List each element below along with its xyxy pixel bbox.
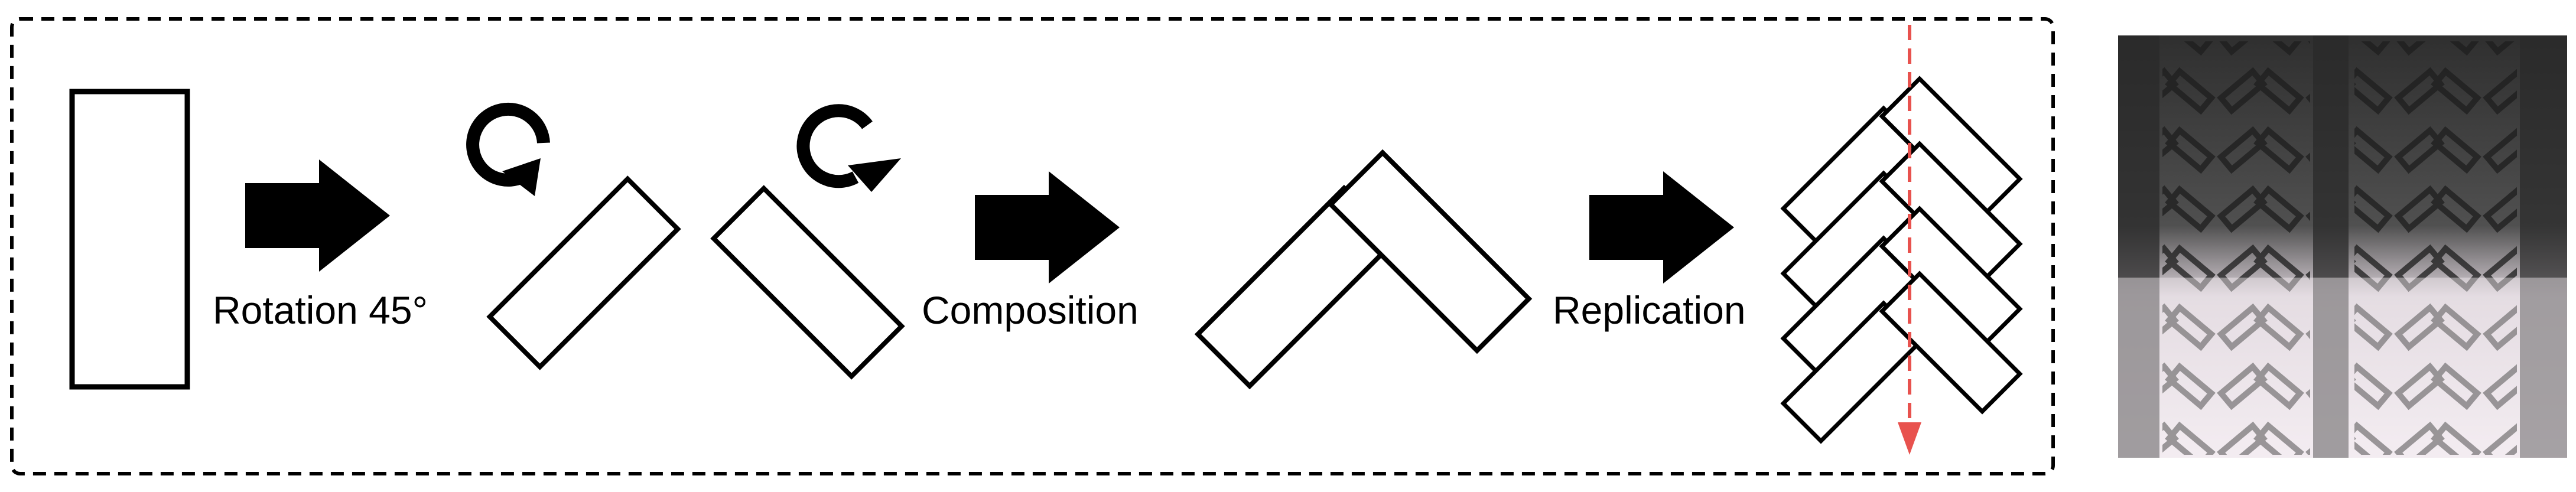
right-arrow-icon [245,159,390,272]
clockwise-arrow-icon [796,104,901,192]
replication-label: Replication [1553,288,1746,332]
original-rectangle [69,89,190,390]
composed-unit [1194,149,1533,390]
diagram-frame [10,17,2055,475]
counterclockwise-arrow-icon [466,102,550,196]
composition-label: Composition [922,288,1139,332]
right-arrow-icon [975,171,1120,284]
right-arrow-icon [1589,171,1734,284]
replication-axis [1898,25,1921,455]
rotation-label: Rotation 45° [213,288,428,332]
rotated-rectangle-ccw [486,175,681,370]
replicated-herringbone [1780,76,2023,444]
rotated-rectangle-cw [710,185,905,380]
herringbone-photo [2118,35,2567,458]
